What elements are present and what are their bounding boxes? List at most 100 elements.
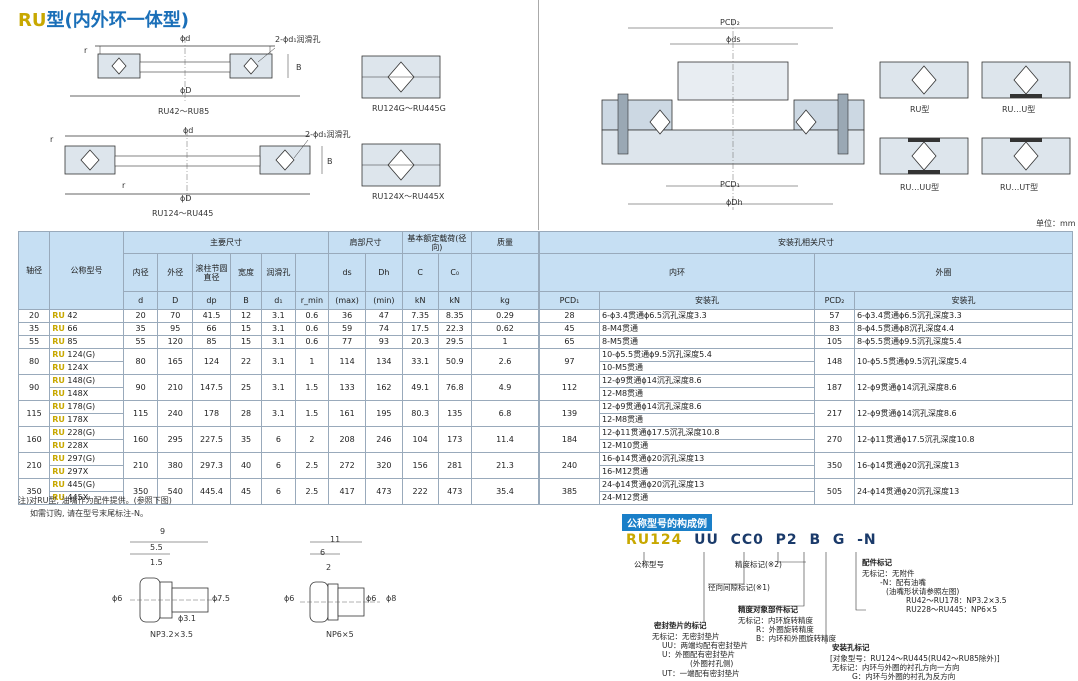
note-2: 如需订购, 请在型号末尾标注-N。 xyxy=(30,509,148,518)
cell-dp: 66 xyxy=(192,322,231,336)
ru-u-type-drawing xyxy=(981,61,1071,99)
caption-ru-uu-type: RU…UU型 xyxy=(900,183,940,192)
cell-pcd2: 83 xyxy=(814,322,855,336)
np6-dim-2: 2 xyxy=(326,563,332,572)
mount-line-3: G：内环与外圈的衬孔为反方向 xyxy=(852,672,956,681)
cell-hole2: 8-ϕ4.5贯通ϕ8沉孔深度4.4 xyxy=(854,322,1073,336)
sym-kg: kg xyxy=(470,291,540,310)
cell-pcd2: 217 xyxy=(814,400,855,427)
radius-r-label: r xyxy=(84,46,88,55)
cell-model: RU 124(G) xyxy=(49,348,124,362)
cell-ds: 77 xyxy=(328,335,366,349)
caption-ru-u-type: RU…U型 xyxy=(1002,105,1036,114)
cell-C0: 281 xyxy=(437,452,472,479)
cell-hole1: 12-ϕ9贯通ϕ14沉孔深度8.6 xyxy=(599,374,815,388)
radius-r-label-2: r xyxy=(50,135,54,144)
cell-shaft: 350 xyxy=(17,478,51,505)
header-od: 外径 xyxy=(157,253,194,292)
cell-Dh: 195 xyxy=(364,400,403,427)
cell-model: RU 445X xyxy=(49,491,124,505)
cell-kg: 0.29 xyxy=(470,309,540,323)
bearing-section-drawing-large xyxy=(64,130,323,200)
np32-dim-15: 1.5 xyxy=(150,558,163,567)
cell-pcd2: 270 xyxy=(814,426,855,453)
cell-hole1: 8-M4贯通 xyxy=(599,322,815,336)
cell-hole1: 16-ϕ14贯通ϕ20沉孔深度13 xyxy=(599,452,815,466)
cell-d1: 3.1 xyxy=(261,374,296,401)
ru-type-drawing xyxy=(879,61,969,99)
cell-d: 80 xyxy=(122,348,159,375)
cell-shaft: 80 xyxy=(17,348,51,375)
cell-C: 222 xyxy=(401,478,439,505)
cell-pcd2: 57 xyxy=(814,309,855,323)
cell-C0: 473 xyxy=(437,478,472,505)
np32-dim-55: 5.5 xyxy=(150,543,163,552)
cell-hole1: 12-M10贯通 xyxy=(599,439,815,453)
cell-dp: 227.5 xyxy=(192,426,231,453)
cell-dp: 297.3 xyxy=(192,452,231,479)
sym-dp: dp xyxy=(192,291,231,310)
spec-table-left: 轴径 公称型号 主要尺寸 肩部尺寸 基本额定载荷(径向) 质量 内径 外径 滚柱… xyxy=(17,231,540,505)
cell-shaft: 210 xyxy=(17,452,51,479)
variant-x-drawing xyxy=(361,143,441,187)
cell-pcd1: 97 xyxy=(539,348,600,375)
cell-C0: 29.5 xyxy=(437,335,472,349)
cell-r: 2 xyxy=(294,426,330,453)
cell-model: RU 85 xyxy=(49,335,124,349)
header-model: 公称型号 xyxy=(49,231,124,310)
seal-line-2: UU：两端均配有密封垫片 xyxy=(662,641,748,650)
cell-model: RU 148(G) xyxy=(49,374,124,388)
cell-B: 40 xyxy=(229,452,263,479)
cell-hole1: 16-M12贯通 xyxy=(599,465,815,479)
header-mass: 质量 xyxy=(470,231,540,254)
cell-pcd1: 112 xyxy=(539,374,600,401)
cell-shaft: 160 xyxy=(17,426,51,453)
cell-kg: 2.6 xyxy=(470,348,540,375)
mount-title: 安装孔标记 xyxy=(832,643,870,652)
cell-r: 0.6 xyxy=(294,322,330,336)
cell-B: 45 xyxy=(229,478,263,505)
cell-model: RU 445(G) xyxy=(49,478,124,492)
cell-d1: 6 xyxy=(261,478,296,505)
header-bore: 内径 xyxy=(122,253,159,292)
cell-d1: 3.1 xyxy=(261,335,296,349)
target-line-2: R：外圈旋转精度 xyxy=(756,625,814,634)
header-load: 基本额定载荷(径向) xyxy=(401,231,472,254)
cell-pcd1: 139 xyxy=(539,400,600,427)
cell-pcd1: 65 xyxy=(539,335,600,349)
phi-Dh-label: ϕDh xyxy=(726,198,743,207)
header-c: C xyxy=(401,253,439,292)
variant-g-drawing xyxy=(361,55,441,99)
header-inner: 内环 xyxy=(539,253,815,292)
cell-C0: 22.3 xyxy=(437,322,472,336)
nipple-line-4: RU42～RU178：NP3.2×3.5 xyxy=(906,596,1007,605)
caption-ru124x: RU124X～RU445X xyxy=(372,192,445,201)
caption-ru42-85: RU42～RU85 xyxy=(158,107,210,116)
header-pitch: 滚柱节圆直径 xyxy=(192,253,231,292)
seal-line-5: UT：一端配有密封垫片 xyxy=(662,669,740,678)
caption-ru-type: RU型 xyxy=(910,105,930,114)
caption-ru-ut-type: RU…UT型 xyxy=(1000,183,1039,192)
phi-d-label: ϕd xyxy=(180,34,191,43)
bearing-section-drawing-small xyxy=(70,37,300,102)
cell-C0: 173 xyxy=(437,426,472,453)
cell-hole1: 10-ϕ5.5贯通ϕ9.5沉孔深度5.4 xyxy=(599,348,815,362)
header-ds: ds xyxy=(328,253,366,292)
phi-D-label-2: ϕD xyxy=(180,194,192,203)
sym-min: (min) xyxy=(364,291,403,310)
np6-dim-6: 6 xyxy=(320,548,326,557)
pcd2-label: PCD₂ xyxy=(720,18,740,27)
np32-dim-phi31: ϕ3.1 xyxy=(178,614,196,623)
cell-D: 165 xyxy=(157,348,194,375)
sym-rmin: r_min xyxy=(294,291,330,310)
np32-label: NP3.2×3.5 xyxy=(150,630,193,639)
np6-dim-phi6a: ϕ6 xyxy=(284,594,295,603)
np6-dim-phi6b: ϕ6 xyxy=(366,594,377,603)
cell-hole1: 24-ϕ14贯通ϕ20沉孔深度13 xyxy=(599,478,815,492)
cell-d: 55 xyxy=(122,335,159,349)
phi-D-label: ϕD xyxy=(180,86,192,95)
